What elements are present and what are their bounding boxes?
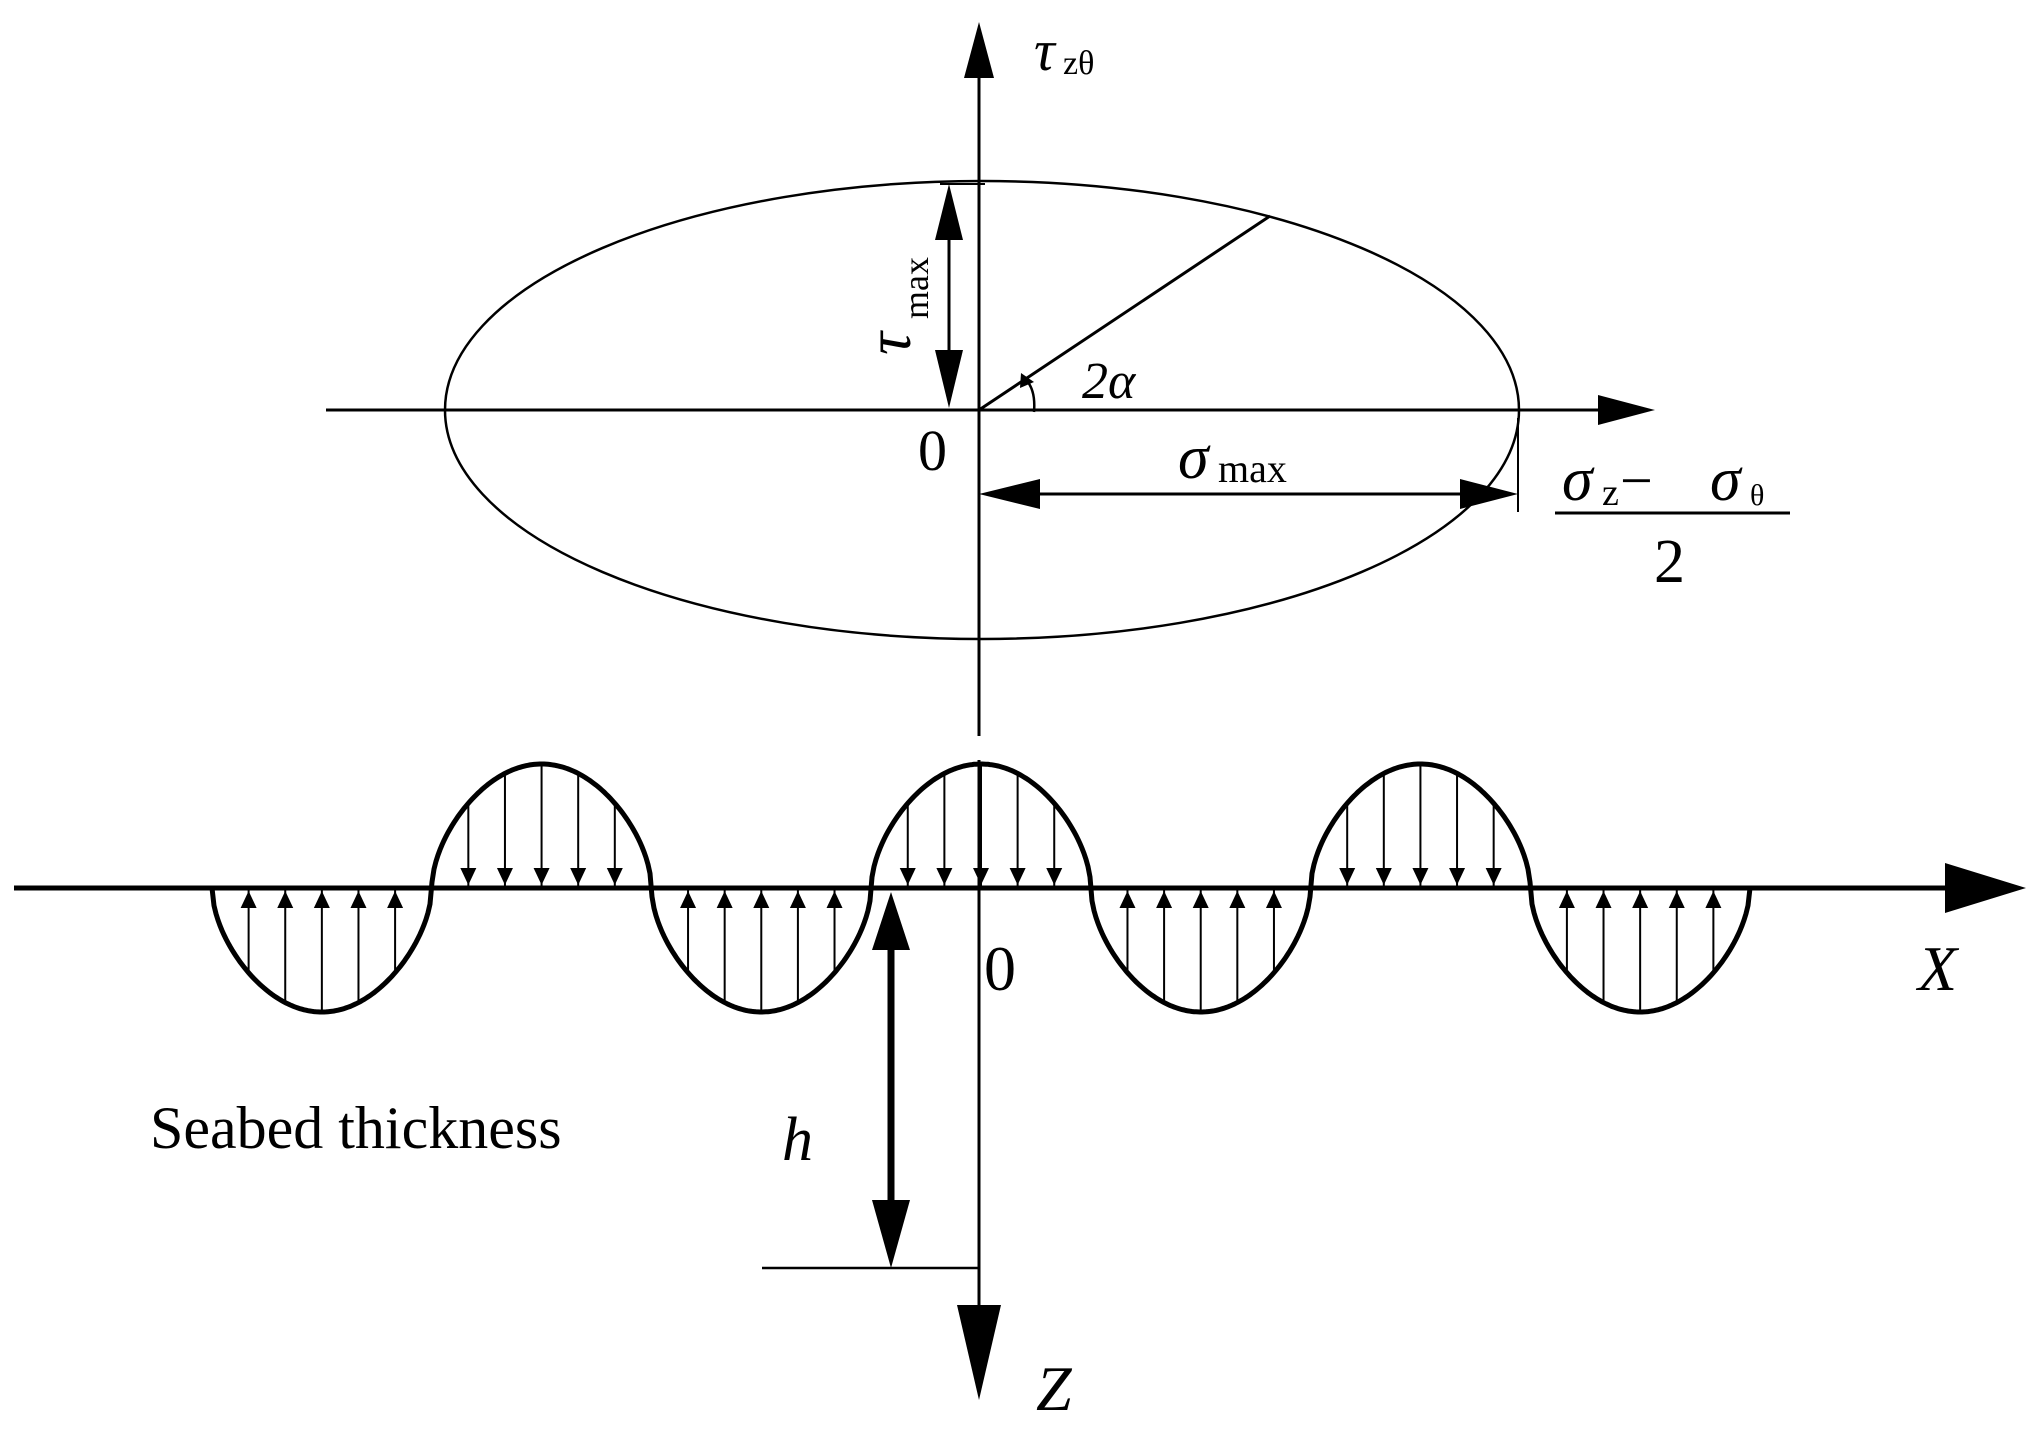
sigma-max-subscript: max <box>1218 446 1287 491</box>
circle-origin-label: 0 <box>918 418 947 483</box>
pressure-arrowhead <box>1265 891 1282 908</box>
tau-max-arrow-down <box>935 350 963 408</box>
tau-axis-arrowhead <box>964 22 994 78</box>
pressure-wave <box>209 761 1753 1015</box>
pressure-arrowhead <box>789 891 806 908</box>
thickness-arrow-down <box>872 1200 910 1268</box>
svg-text:−: − <box>1620 448 1653 513</box>
pressure-arrowhead <box>350 891 367 908</box>
pressure-arrowhead <box>1558 891 1575 908</box>
pressure-arrowhead <box>1192 891 1209 908</box>
pressure-arrowhead <box>1046 868 1063 885</box>
pressure-arrowhead <box>496 868 513 885</box>
z-axis-arrowhead <box>957 1305 1001 1400</box>
sigma-axis-arrowhead <box>1598 395 1655 425</box>
pressure-arrowhead <box>313 891 330 908</box>
pressure-arrowhead <box>1632 891 1649 908</box>
sigma-axis-label: σ z − σ θ 2 <box>1555 446 1790 596</box>
pressure-arrowhead <box>533 868 550 885</box>
pressure-arrowhead <box>1668 891 1685 908</box>
pressure-arrowhead <box>1119 891 1136 908</box>
pressure-arrowhead <box>1449 868 1466 885</box>
pressure-arrowhead <box>240 891 257 908</box>
pressure-arrowhead <box>606 868 623 885</box>
seabed-group: 0 X Z h Seabed thickness <box>14 760 2026 1424</box>
z-axis-label: Z <box>1036 1353 1073 1424</box>
thickness-caption: Seabed thickness <box>150 1095 562 1161</box>
pressure-arrowhead <box>1412 868 1429 885</box>
pressure-arrowhead <box>826 891 843 908</box>
sigma-max-arrow-right <box>1460 479 1518 509</box>
x-axis-arrowhead <box>1945 863 2026 913</box>
thickness-symbol: h <box>782 1106 813 1174</box>
angle-arc-arrowhead <box>1020 373 1034 388</box>
x-axis-label: X <box>1915 933 1960 1004</box>
pressure-arrowhead <box>1595 891 1612 908</box>
pressure-arrowhead <box>973 868 989 885</box>
svg-text:max: max <box>896 257 936 319</box>
pressure-arrowhead <box>387 891 404 908</box>
pressure-arrowhead <box>1485 868 1502 885</box>
thickness-arrow-up <box>872 892 910 950</box>
svg-text:z: z <box>1602 472 1619 514</box>
tau-axis-label: τ <box>1034 18 1057 83</box>
svg-text:τ: τ <box>853 330 924 355</box>
tau-max-arrow-up <box>935 184 963 240</box>
pressure-arrows <box>240 764 1722 1012</box>
pressure-arrowhead <box>936 868 953 885</box>
stress-ellipse <box>443 179 1521 641</box>
pressure-arrowhead <box>899 868 916 885</box>
pressure-arrowhead <box>1156 891 1173 908</box>
pressure-arrowhead <box>1229 891 1246 908</box>
pressure-arrowhead <box>1009 868 1026 885</box>
pressure-arrowhead <box>1375 868 1392 885</box>
svg-text:σ: σ <box>1562 446 1595 514</box>
tau-axis-subscript: zθ <box>1063 45 1094 82</box>
stress-circle-group: τ zθ τ max 2α 0 σ max σ z − σ θ 2 <box>326 18 1790 736</box>
pressure-arrowhead <box>570 868 587 885</box>
pressure-arrowhead <box>277 891 294 908</box>
pressure-arrowhead <box>460 868 477 885</box>
pressure-arrowhead <box>716 891 733 908</box>
pressure-arrowhead <box>1339 868 1356 885</box>
sigma-max-symbol: σ <box>1178 424 1211 492</box>
pressure-arrowhead <box>680 891 697 908</box>
svg-text:θ: θ <box>1750 479 1764 512</box>
sigma-max-arrow-left <box>979 479 1040 509</box>
pressure-arrowhead <box>753 891 770 908</box>
angle-label: 2α <box>1082 353 1137 410</box>
tau-max-label: τ max <box>853 257 936 355</box>
seabed-origin-label: 0 <box>984 933 1016 1004</box>
svg-text:σ: σ <box>1710 446 1743 514</box>
pressure-arrowhead <box>1705 891 1722 908</box>
svg-text:2: 2 <box>1654 528 1685 596</box>
